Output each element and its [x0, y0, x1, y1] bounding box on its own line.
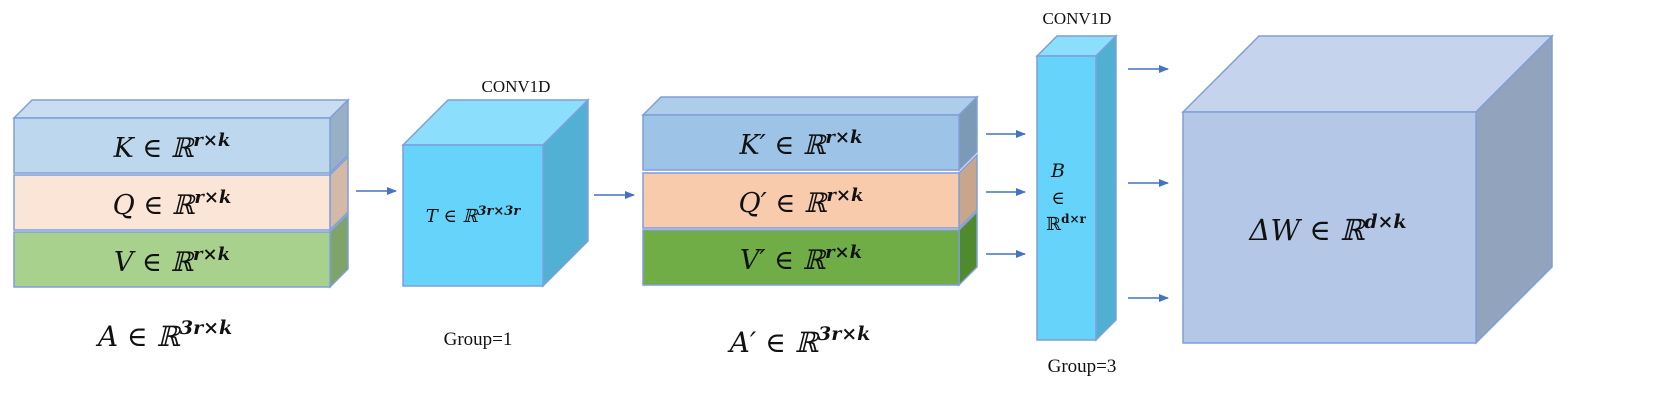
- vprime-block-front: [642, 229, 960, 286]
- q-block: Q ∈ ℝr×k: [13, 155, 349, 232]
- kprime-block-top: [641, 96, 979, 116]
- cube-delta-w: ΔW ∈ ℝd×k: [1181, 34, 1554, 345]
- vprime-block-label: V′ ∈ ℝr×k: [740, 242, 862, 276]
- vprime-block: V′ ∈ ℝr×k: [642, 210, 978, 287]
- q-block-front: [13, 174, 331, 231]
- q-block-label: Q ∈ ℝr×k: [113, 187, 232, 221]
- prism-b-top-label: CONV1D: [1043, 9, 1112, 28]
- prism-b-line1: B: [1050, 160, 1065, 182]
- cube-delta-w-label: ΔW ∈ ℝd×k: [1248, 211, 1406, 247]
- cube-t-top-label: CONV1D: [482, 77, 551, 96]
- stack-a-caption: A ∈ ℝ3r×k: [95, 317, 232, 353]
- stack-a: K ∈ ℝr×k Q ∈ ℝr×k V ∈ ℝr×k A ∈ ℝ3r×k: [12, 98, 350, 353]
- prism-b-front: [1036, 55, 1097, 341]
- kprime-block-front: [642, 114, 960, 171]
- stack-a-prime: K′ ∈ ℝr×k Q′ ∈ ℝr×k V′ ∈ ℝr×k A′ ∈ ℝ3r×k: [641, 95, 979, 359]
- prism-b-caption: Group=3: [1048, 356, 1117, 377]
- prism-b-line2: ∈: [1051, 188, 1064, 209]
- qprime-block-label: Q′ ∈ ℝr×k: [739, 185, 864, 219]
- kprime-block: K′ ∈ ℝr×k: [641, 95, 979, 172]
- v-block: V ∈ ℝr×k: [13, 212, 349, 289]
- k-block-front: [13, 117, 331, 174]
- v-block-label: V ∈ ℝr×k: [114, 244, 230, 278]
- stack-a-prime-caption: A′ ∈ ℝ3r×k: [727, 323, 871, 359]
- k-block-label: K ∈ ℝr×k: [113, 130, 231, 164]
- k-block-top: [12, 99, 350, 119]
- prism-b-side: [1095, 34, 1117, 342]
- cube-t-label: T ∈ ℝ3r×3r: [426, 204, 522, 227]
- cube-t-caption: Group=1: [444, 329, 513, 350]
- cube-t: CONV1D T ∈ ℝ3r×3r Group=1: [401, 77, 590, 350]
- cube-delta-w-front: [1182, 111, 1477, 344]
- kprime-block-label: K′ ∈ ℝr×k: [739, 127, 863, 161]
- qprime-block-front: [642, 172, 960, 229]
- prism-b: CONV1D B ∈ ℝd×r Group=3: [1035, 9, 1118, 377]
- prism-b-line3: ℝd×r: [1046, 212, 1086, 235]
- k-block: K ∈ ℝr×k: [12, 98, 350, 175]
- cube-t-front: [402, 144, 544, 287]
- v-block-front: [13, 231, 331, 288]
- qprime-block: Q′ ∈ ℝr×k: [642, 153, 978, 230]
